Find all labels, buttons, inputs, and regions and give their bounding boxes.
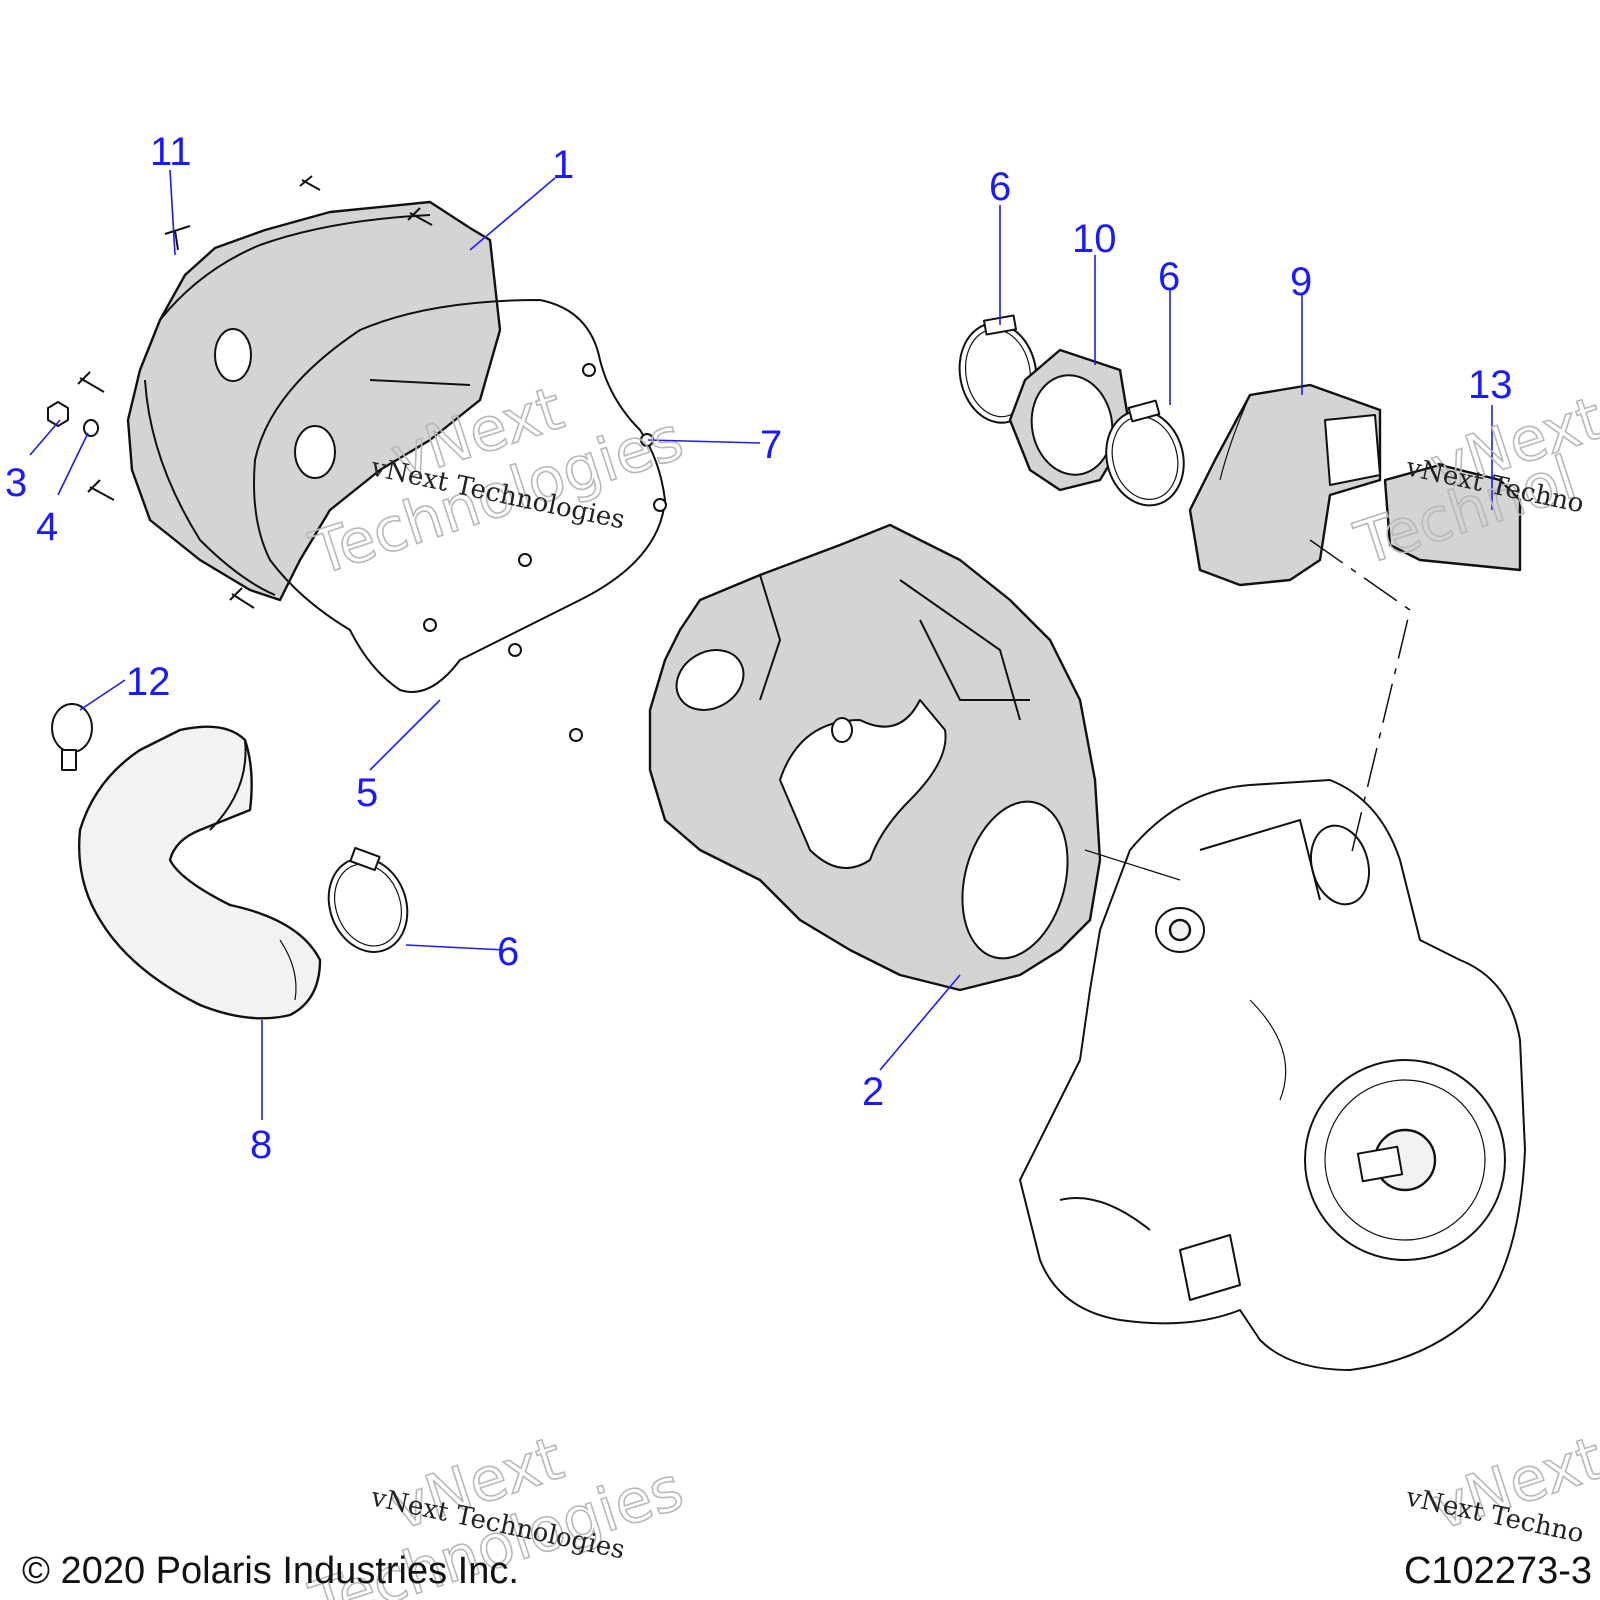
callout-11: 11 [150, 130, 192, 174]
cover-seal [253, 298, 667, 693]
leader-lines [29, 169, 1493, 1120]
hex-nut [47, 401, 69, 427]
callout-10: 10 [1072, 217, 1117, 261]
clutch-cover-outer [126, 200, 502, 602]
clutch-housing-inner [648, 523, 1102, 992]
callout-9: 9 [1290, 260, 1312, 304]
callout-6-top-right: 6 [1158, 255, 1180, 299]
intake-duct [78, 725, 322, 1020]
callout-8: 8 [250, 1123, 272, 1167]
callout-5: 5 [356, 771, 378, 815]
callout-13: 13 [1468, 363, 1513, 407]
transmission-case [1019, 779, 1526, 1371]
diagram-id: C102273-3 [1404, 1550, 1592, 1592]
hose-clamp-lower [327, 846, 409, 953]
duct-shield [1383, 463, 1522, 572]
callout-3: 3 [5, 461, 27, 505]
callout-4: 4 [36, 505, 58, 549]
clutch-cover-screws [77, 175, 433, 609]
copyright-notice: © 2020 Polaris Industries Inc. [22, 1550, 519, 1592]
washer [83, 419, 99, 437]
hose-clamp-upper-right [1105, 399, 1185, 507]
callout-7: 7 [760, 423, 782, 467]
callout-12: 12 [126, 660, 171, 704]
callout-2: 2 [862, 1070, 884, 1114]
callout-6-top-left: 6 [989, 165, 1011, 209]
callout-6-lower: 6 [497, 930, 519, 974]
small-hose-clamp [51, 703, 93, 771]
duct-coupler [1008, 348, 1132, 492]
callout-labels: 1 2 3 4 5 6 6 6 7 8 9 10 11 12 13 [5, 130, 1513, 1167]
elbow-duct [1188, 383, 1382, 587]
watermark-right-bottom: vNext vNext Techno [1403, 1423, 1600, 1550]
assembly-centerlines [1084, 539, 1411, 881]
callout-1: 1 [552, 143, 574, 187]
